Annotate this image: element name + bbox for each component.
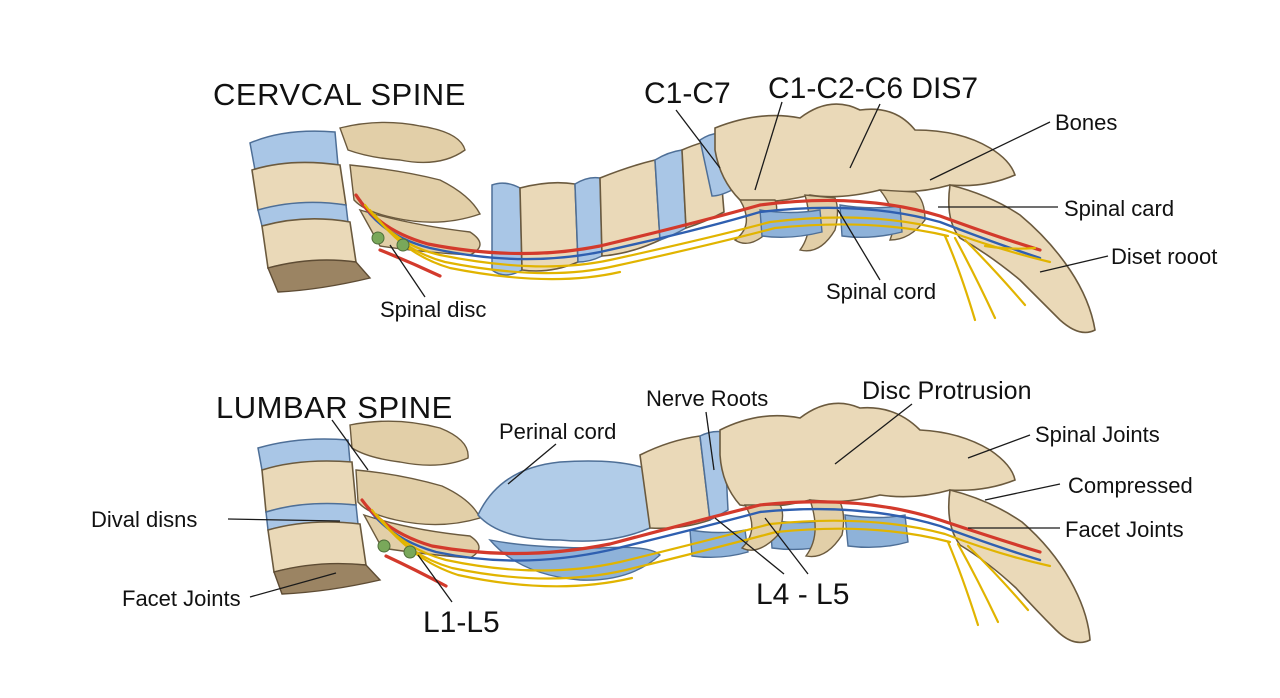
label-l1-l5: L1-L5 — [423, 606, 500, 639]
label-nerve-roots: Nerve Roots — [646, 386, 768, 411]
label-c1-c2-c6: C1-C2-C6 DIS7 — [768, 72, 978, 105]
label-dival-disns: Dival disns — [91, 507, 197, 532]
lumbar-spine-figure — [257, 402, 1091, 644]
lumbar-disc-chain — [639, 430, 909, 559]
lumbar-facet-processes — [349, 420, 481, 559]
leader-lines — [227, 101, 1109, 603]
label-facet-joints-right: Facet Joints — [1065, 517, 1184, 542]
label-disc-protrusion: Disc Protrusion — [862, 377, 1032, 405]
lumbar-title: LUMBAR SPINE — [216, 390, 453, 425]
lumbar-vertebral-bodies — [257, 438, 382, 595]
cervical-spinous-processes — [714, 103, 1096, 334]
cervical-spine-figure — [249, 103, 1096, 334]
label-diset-root: Diset rooot — [1111, 244, 1217, 269]
label-spinal-cord: Spinal cord — [826, 279, 936, 304]
label-perinal-cord: Perinal cord — [499, 419, 616, 444]
cervical-facet-processes — [339, 121, 481, 256]
cervical-vertebral-bodies — [249, 130, 372, 293]
cervical-title: CERVCAL SPINE — [213, 77, 466, 112]
label-l4-l5: L4 - L5 — [756, 578, 849, 611]
label-facet-joints-left: Facet Joints — [122, 586, 241, 611]
label-bones: Bones — [1055, 110, 1117, 135]
lumbar-spinal-cord — [360, 498, 1052, 627]
label-compressed: Compressed — [1068, 473, 1193, 498]
lumbar-protruding-disc — [477, 460, 662, 581]
label-spinal-joints: Spinal Joints — [1035, 422, 1160, 447]
cervical-spinal-cord — [354, 193, 1052, 322]
cervical-disc-chain — [491, 132, 733, 276]
label-spinal-card: Spinal card — [1064, 196, 1174, 221]
labels: CERVCAL SPINE C1-C7 C1-C2-C6 DIS7 Bones … — [91, 72, 1217, 639]
label-spinal-disc: Spinal disc — [380, 297, 486, 322]
label-c1-c7: C1-C7 — [644, 77, 731, 110]
